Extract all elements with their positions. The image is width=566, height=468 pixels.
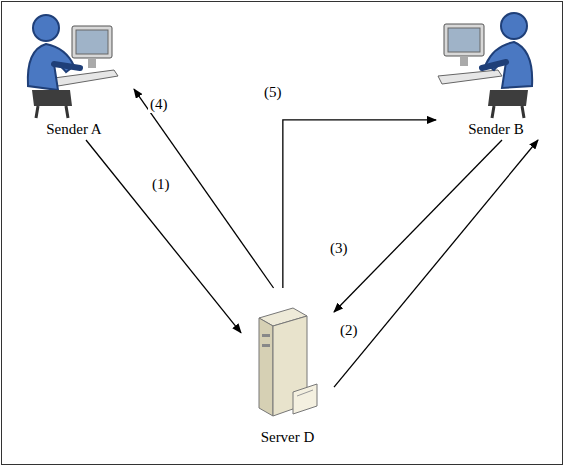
step-number: (1) [150,176,172,193]
step-number: (2) [338,322,360,339]
message-arrow [334,140,538,387]
step-number: (3) [328,240,350,257]
step-number: (4) [148,96,170,113]
message-arrow [334,140,502,312]
message-arrow [283,120,436,288]
server-icon [241,288,326,422]
message-arrow [134,89,274,288]
message-arrow [86,140,241,333]
node-label: Sender B [436,121,556,138]
node-label: Sender A [14,121,134,138]
sender-node: Sender A [14,6,134,140]
node-label: Server D [241,429,334,446]
sender-node: Sender B [436,6,556,140]
computer-user-icon [14,6,126,120]
computer-user-icon [436,6,548,120]
step-number: (5) [262,84,284,101]
server-node: Server D [241,288,334,448]
